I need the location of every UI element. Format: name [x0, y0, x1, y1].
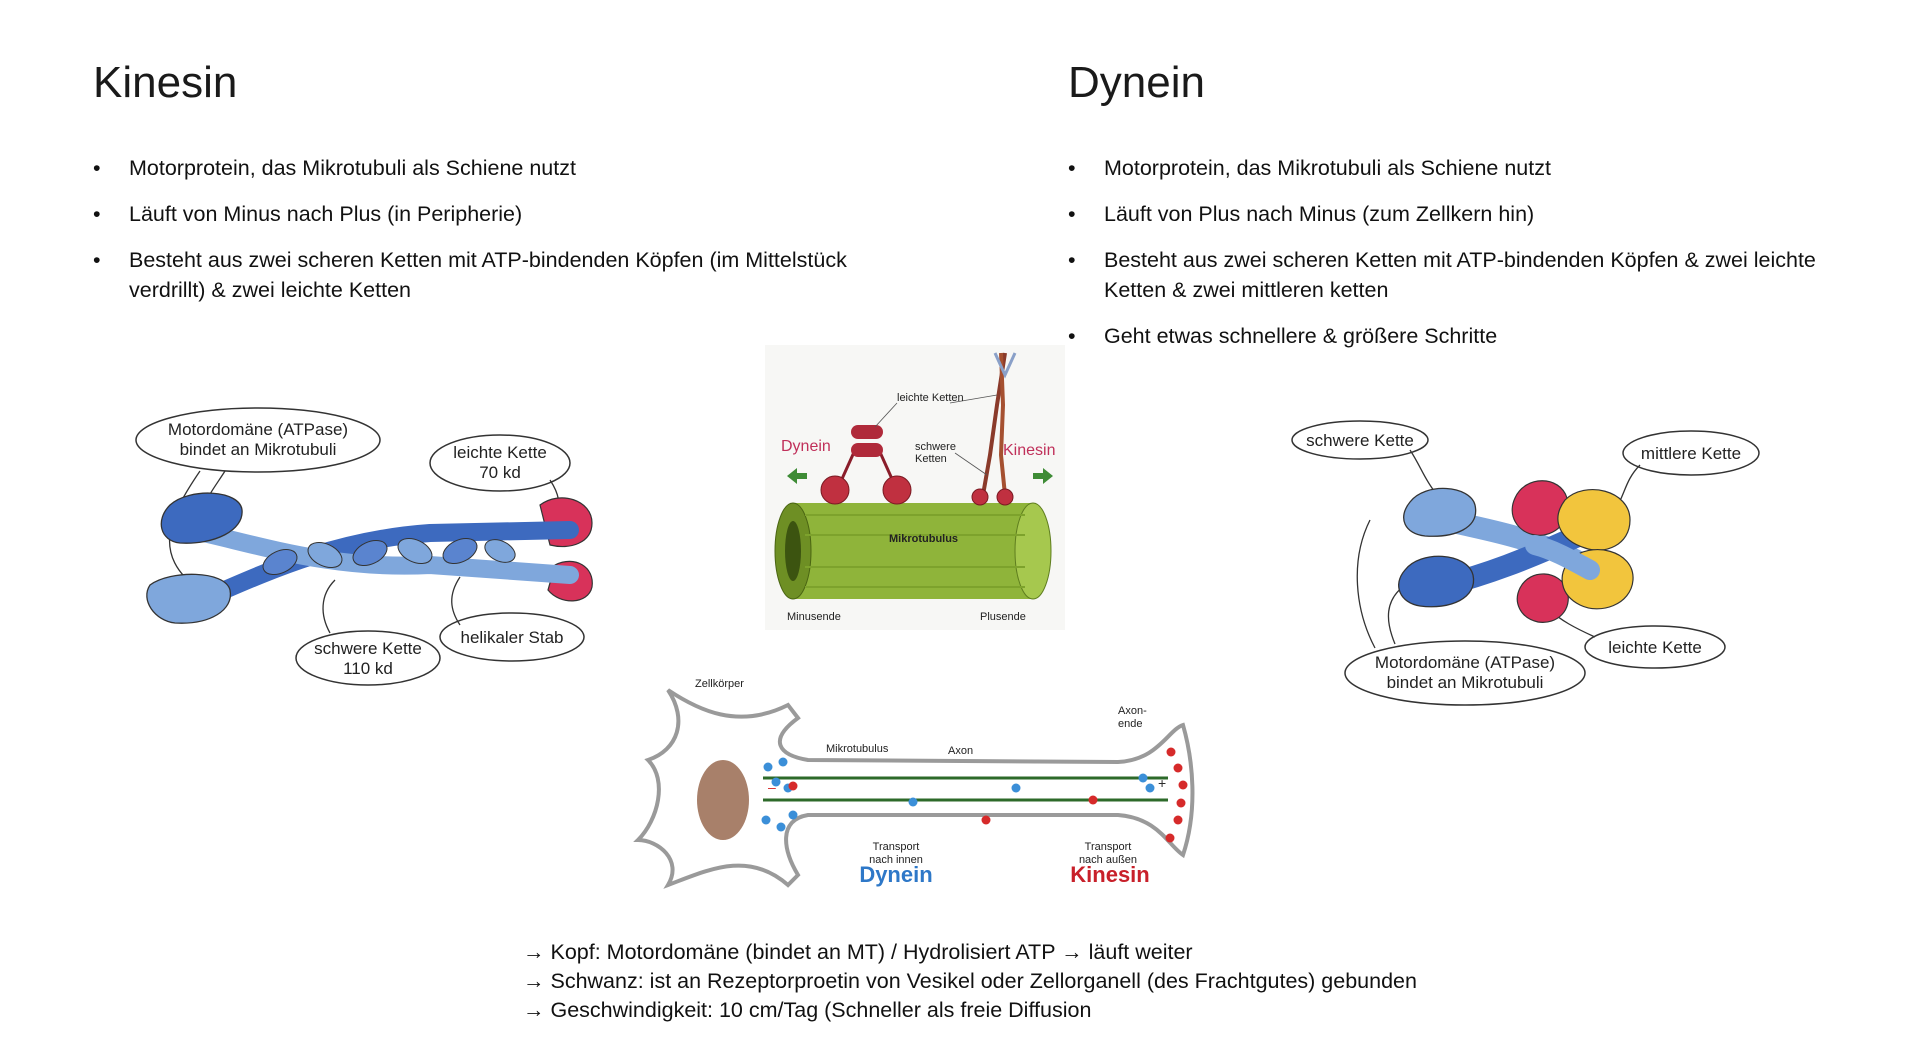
- dynein-label: Dynein: [859, 862, 932, 887]
- kinesin-bullet-list: Motorprotein, das Mikrotubuli als Schien…: [93, 153, 893, 321]
- dynein-label: Dynein: [781, 438, 831, 455]
- axon-end-label: Axon-: [1118, 705, 1147, 717]
- kinesin-label: Kinesin: [1070, 862, 1149, 887]
- middle-chain-label: mittlere Kette: [1641, 444, 1741, 463]
- kinesin-head: [996, 488, 1014, 506]
- dynein-title: Dynein: [1068, 58, 1205, 107]
- transport-outward-label: nach außen: [1079, 854, 1137, 866]
- dynein-bullet-list: Motorprotein, das Mikrotubuli als Schien…: [1068, 153, 1858, 367]
- dynein-vesicle-group: [761, 757, 1155, 832]
- light-chain-callout: [1584, 625, 1726, 669]
- dynein-bullet: Läuft von Plus nach Minus (zum Zellkern …: [1068, 199, 1858, 229]
- motor-head-upper: [1403, 487, 1477, 537]
- kinesin-bullet: Läuft von Minus nach Plus (in Peripherie…: [93, 199, 893, 229]
- left-arrow-icon: [787, 468, 807, 484]
- kinesin-head: [971, 488, 989, 506]
- middle-chain-callout: [1622, 430, 1760, 476]
- motor-domain-label: bindet an Mikrotubuli: [180, 440, 337, 459]
- heavy-chain-callout: [1291, 420, 1429, 460]
- light-chains-label: leichte Ketten: [897, 392, 964, 404]
- microtubule-motor-figure: leichte Ketten schwere Ketten Dynein Kin…: [765, 345, 1065, 630]
- helical-stalk-label: helikaler Stab: [460, 628, 563, 647]
- cell-body-label: Zellkörper: [695, 678, 744, 690]
- microtubule-label: Mikrotubulus: [889, 533, 958, 545]
- heavy-chains-label: Ketten: [915, 453, 947, 465]
- dynein-head: [820, 475, 850, 505]
- dynein-bullet: Geht etwas schnellere & größere Schritte: [1068, 321, 1858, 351]
- heavy-chains-label: schwere: [915, 441, 956, 453]
- transport-inward-label: Transport: [873, 841, 920, 853]
- arrow-icon: →: [523, 969, 545, 993]
- light-chain-callout: [429, 434, 571, 492]
- dynein-bullet: Besteht aus zwei scheren Ketten mit ATP-…: [1068, 245, 1858, 305]
- kinesin-title: Kinesin: [93, 58, 238, 107]
- helical-stalk-callout: [439, 612, 585, 662]
- arrow-icon: →: [1061, 940, 1083, 964]
- transport-inward-label: nach innen: [869, 854, 923, 866]
- arrow-icon: →: [523, 998, 545, 1022]
- summary-line: → Geschwindigkeit: 10 cm/Tag (Schneller …: [523, 998, 1092, 1022]
- motor-domain-label: Motordomäne (ATPase): [1375, 653, 1555, 672]
- kinesin-bullet: Motorprotein, das Mikrotubuli als Schien…: [93, 153, 893, 183]
- dynein-structure-diagram: schwere Kette mittlere Kette leichte Ket…: [1291, 420, 1765, 720]
- cell-body-outline: [633, 688, 1195, 889]
- kinesin-structure-diagram: Motordomäne (ATPase) bindet an Mikrotubu…: [130, 405, 610, 686]
- heavy-chain-callout: [295, 630, 441, 686]
- axon-label: Axon: [948, 745, 973, 757]
- motor-head-lower: [146, 573, 232, 624]
- heavy-chain-weight: 110 kd: [343, 659, 393, 678]
- motor-head-upper: [160, 492, 243, 544]
- light-chain-weight: 70 kd: [479, 463, 521, 482]
- motor-domain-label: Motordomäne (ATPase): [168, 420, 348, 439]
- motor-head-lower: [1398, 555, 1475, 608]
- plus-sign: +: [1158, 775, 1166, 791]
- heavy-chain-label: schwere Kette: [314, 639, 422, 658]
- light-chain-label: leichte Kette: [453, 443, 547, 462]
- transport-outward-label: Transport: [1085, 841, 1132, 853]
- motor-domain-callout: [1344, 640, 1586, 706]
- summary-line: → Schwanz: ist an Rezeptorproetin von Ve…: [523, 969, 1417, 993]
- dynein-head: [882, 475, 912, 505]
- dynein-bullet: Motorprotein, das Mikrotubuli als Schien…: [1068, 153, 1858, 183]
- middle-chain: [1557, 489, 1631, 551]
- kinesin-bullet: Besteht aus zwei scheren Ketten mit ATP-…: [93, 245, 893, 305]
- arrow-icon: →: [523, 940, 545, 964]
- axon-end-label: ende: [1118, 718, 1142, 730]
- summary-block: → Kopf: Motordomäne (bindet an MT) / Hyd…: [523, 938, 1417, 1025]
- microtubule-cylinder: [793, 503, 1033, 599]
- minus-sign: –: [768, 779, 776, 795]
- heavy-chain-label: schwere Kette: [1306, 431, 1414, 450]
- kinesin-vesicle-group: [788, 747, 1188, 843]
- cell-nucleus: [697, 760, 749, 840]
- summary-line: → Kopf: Motordomäne (bindet an MT) / Hyd…: [523, 940, 1193, 964]
- minus-end-label: Minusende: [787, 611, 841, 623]
- light-chain-label: leichte Kette: [1608, 638, 1702, 657]
- plus-end-label: Plusende: [980, 611, 1026, 623]
- kinesin-label: Kinesin: [1003, 442, 1055, 459]
- motor-domain-label: bindet an Mikrotubuli: [1387, 673, 1544, 692]
- neuron-transport-figure: Zellkörper Mikrotubulus Axon Axon- ende …: [633, 670, 1198, 900]
- right-arrow-icon: [1033, 468, 1053, 484]
- microtubule-label: Mikrotubulus: [826, 743, 889, 755]
- light-chain-lower: [1516, 573, 1569, 623]
- motor-domain-callout: [135, 407, 381, 473]
